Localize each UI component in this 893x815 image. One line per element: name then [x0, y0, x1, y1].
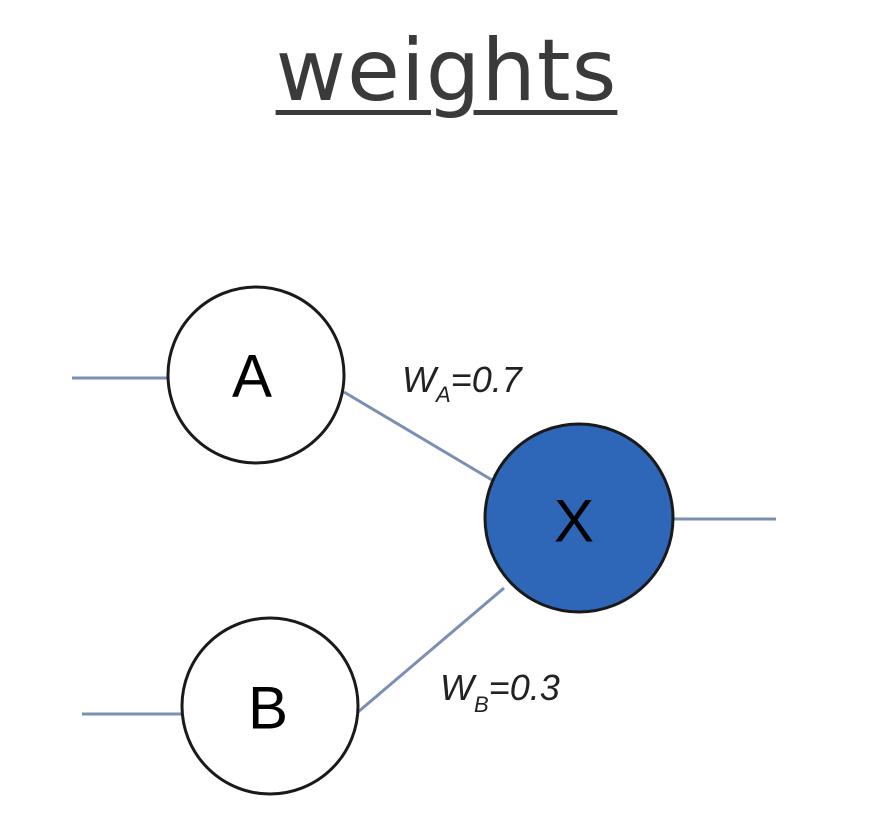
weight-a-subscript: A: [434, 382, 451, 407]
weight-b-value: =0.3: [489, 667, 560, 708]
node-x-label: X: [554, 488, 594, 555]
weight-b-label: WB=0.3: [440, 667, 560, 717]
node-b: B: [180, 616, 360, 796]
edge-a-to-x: [343, 390, 493, 482]
edge-b-to-x: [357, 586, 505, 714]
node-x: X: [483, 422, 675, 614]
weight-a-value: =0.7: [451, 359, 524, 400]
node-x-circle: [483, 422, 675, 614]
node-a: A: [166, 285, 346, 465]
page-title: weights: [275, 21, 618, 121]
weight-b-symbol: W: [440, 667, 477, 708]
weight-b-subscript: B: [474, 692, 489, 717]
weight-a-label: WA=0.7: [402, 359, 524, 407]
weight-a-symbol: W: [402, 359, 439, 400]
node-b-label: B: [248, 675, 288, 742]
node-a-label: A: [232, 343, 272, 410]
